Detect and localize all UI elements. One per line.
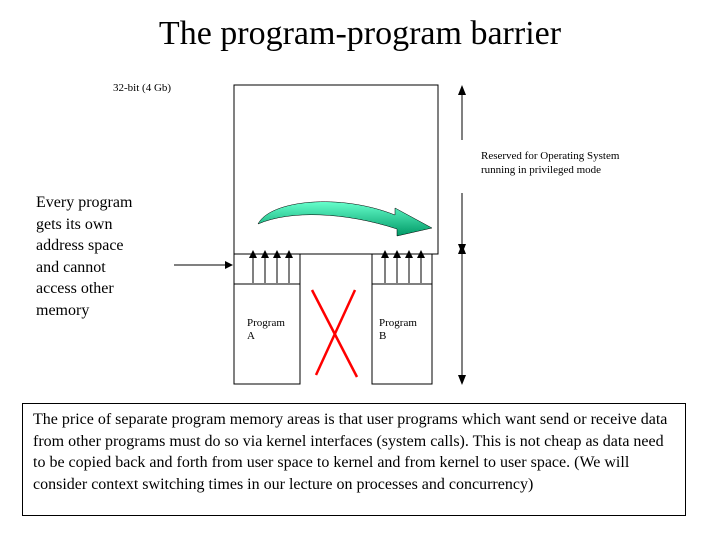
slide-title: The program-program barrier bbox=[158, 15, 562, 52]
blocked-cross-mark bbox=[310, 289, 359, 378]
program-b-label: Program B bbox=[379, 317, 417, 342]
reserved-os-label: Reserved for Operating System running in… bbox=[481, 150, 620, 176]
address-space-description: Every program gets its own address space… bbox=[36, 194, 133, 319]
kernel-copy-arrow bbox=[257, 201, 433, 237]
program-a-label: Program A bbox=[247, 317, 285, 342]
address-space-label: 32-bit (4 Gb) bbox=[113, 82, 172, 94]
user-span-arrow bbox=[458, 244, 466, 385]
program-a-syscall-arrows bbox=[249, 250, 293, 283]
program-b-region bbox=[371, 254, 433, 385]
os-memory-region bbox=[233, 84, 439, 255]
program-b-syscall-arrows bbox=[381, 250, 425, 283]
explanation-text-box: The price of separate program memory are… bbox=[22, 403, 686, 516]
os-span-arrow bbox=[458, 85, 466, 254]
program-a-region bbox=[233, 254, 301, 385]
